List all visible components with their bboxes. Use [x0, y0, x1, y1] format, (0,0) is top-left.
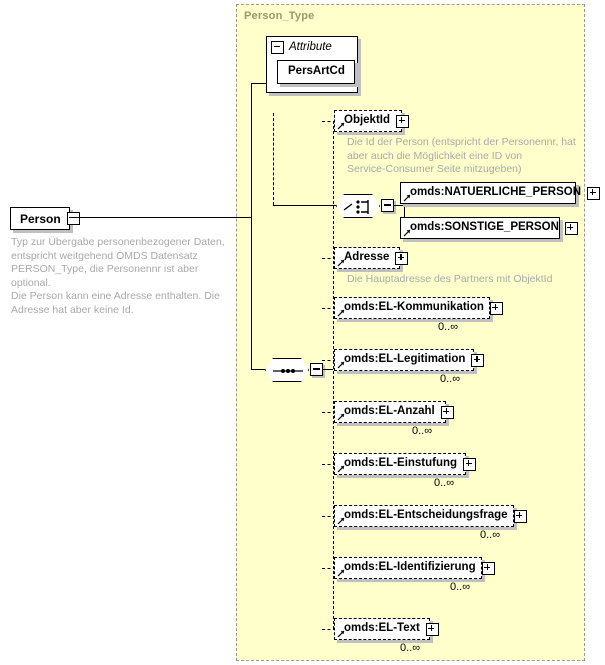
element-el-identifizierung[interactable]: omds:EL-Identifizierung [334, 555, 495, 579]
expand-plus-icon[interactable] [425, 622, 439, 636]
expand-plus-icon[interactable] [513, 509, 527, 523]
connector-to-el-identifizierung [322, 568, 336, 569]
connector-to-el-entscheidungsfrage [322, 516, 336, 517]
occurrence-el-entscheidungsfrage: 0..∞ [480, 529, 501, 541]
attribute-persartcd[interactable]: PersArtCd [277, 60, 355, 84]
connector-to-el-kommunikation [322, 308, 336, 309]
choice-compositor[interactable] [336, 194, 380, 218]
expand-plus-icon[interactable] [395, 251, 409, 265]
person-type-container [236, 4, 585, 661]
expand-plus-icon[interactable] [587, 186, 601, 200]
occurrence-el-identifizierung: 0..∞ [450, 581, 471, 593]
collapse-minus-icon[interactable] [66, 212, 80, 225]
attribute-group-label: Attribute [289, 41, 332, 53]
element-person-annotation: Typ zur Übergabe personenbezogener Daten… [11, 236, 225, 316]
occurrence-el-einstufung: 0..∞ [434, 477, 455, 489]
element-objektid[interactable]: ObjektId [334, 110, 410, 132]
attribute-group-header[interactable]: Attribute [267, 37, 332, 57]
expand-plus-icon[interactable] [481, 561, 495, 575]
expand-plus-icon[interactable] [440, 405, 454, 419]
occurrence-el-anzahl: 0..∞ [412, 425, 433, 437]
connector-sequence-out [323, 369, 333, 371]
choice-collapse-icon[interactable] [381, 199, 394, 212]
occurrence-el-text: 0..∞ [400, 642, 421, 654]
expand-plus-icon[interactable] [396, 114, 410, 128]
connector-to-el-einstufung [322, 464, 336, 465]
connector-choice-branch [404, 193, 406, 229]
element-adresse-label: Adresse [344, 251, 390, 264]
element-el-legitimation[interactable]: omds:EL-Legitimation [334, 347, 485, 371]
connector-dashed-upper [273, 113, 274, 205]
element-person[interactable]: Person [10, 207, 80, 230]
choice-symbol-icon [343, 200, 369, 214]
element-el-text-label: omds:EL-Text [344, 622, 420, 635]
connector-to-attribute-box [251, 83, 267, 85]
element-el-kommunikation[interactable]: omds:EL-Kommunikation [334, 295, 503, 319]
connector-to-el-text [322, 629, 336, 630]
element-el-entscheidungsfrage-label: omds:EL-Entscheidungsfrage [344, 509, 508, 522]
connector-to-adresse [322, 258, 336, 259]
element-sonstige-person-label: omds:SONSTIGE_PERSON [410, 221, 559, 234]
connector-children-spine [333, 121, 334, 629]
element-objektid-annotation: Die Id der Person (entspricht der Person… [347, 136, 576, 175]
element-natuerliche-person[interactable]: omds:NATUERLICHE_PERSON [400, 182, 601, 204]
type-title: Person_Type [244, 10, 315, 22]
element-el-einstufung[interactable]: omds:EL-Einstufung [334, 451, 477, 475]
occurrence-el-kommunikation: 0..∞ [438, 321, 459, 333]
attribute-persartcd-label: PersArtCd [288, 65, 345, 78]
connector-spine-lower [251, 217, 253, 370]
occurrence-el-legitimation: 0..∞ [440, 373, 461, 385]
collapse-minus-icon[interactable] [271, 40, 284, 54]
element-objektid-label: ObjektId [344, 114, 391, 127]
element-person-label: Person [20, 211, 61, 226]
element-natuerliche-person-label: omds:NATUERLICHE_PERSON [410, 186, 582, 199]
element-el-identifizierung-label: omds:EL-Identifizierung [344, 561, 476, 574]
element-el-anzahl[interactable]: omds:EL-Anzahl [334, 399, 454, 423]
expand-plus-icon[interactable] [564, 221, 578, 235]
element-el-legitimation-label: omds:EL-Legitimation [344, 353, 466, 366]
connector-to-el-anzahl [322, 412, 336, 413]
element-el-anzahl-label: omds:EL-Anzahl [344, 405, 435, 418]
element-el-entscheidungsfrage[interactable]: omds:EL-Entscheidungsfrage [334, 503, 527, 527]
expand-plus-icon[interactable] [489, 301, 503, 315]
expand-plus-icon[interactable] [463, 457, 477, 471]
connector-to-sequence [251, 369, 265, 371]
sequence-compositor[interactable] [265, 358, 309, 382]
connector-to-el-legitimation [322, 360, 336, 361]
element-el-einstufung-label: omds:EL-Einstufung [344, 457, 458, 470]
connector-spine-upper [251, 83, 253, 218]
element-adresse[interactable]: Adresse [334, 247, 409, 269]
sequence-collapse-icon[interactable] [310, 363, 323, 376]
element-sonstige-person[interactable]: omds:SONSTIGE_PERSON [400, 217, 578, 239]
connector-person-to-type [70, 217, 251, 219]
connector-to-choice [273, 205, 336, 207]
connector-to-objektid [322, 121, 336, 122]
connector-choice-out [394, 205, 404, 207]
sequence-symbol-icon [273, 369, 303, 373]
element-el-text[interactable]: omds:EL-Text [334, 616, 439, 640]
element-el-kommunikation-label: omds:EL-Kommunikation [344, 301, 484, 314]
element-adresse-annotation: Die Hauptadresse des Partners mit Objekt… [347, 273, 553, 285]
expand-plus-icon[interactable] [471, 353, 485, 367]
